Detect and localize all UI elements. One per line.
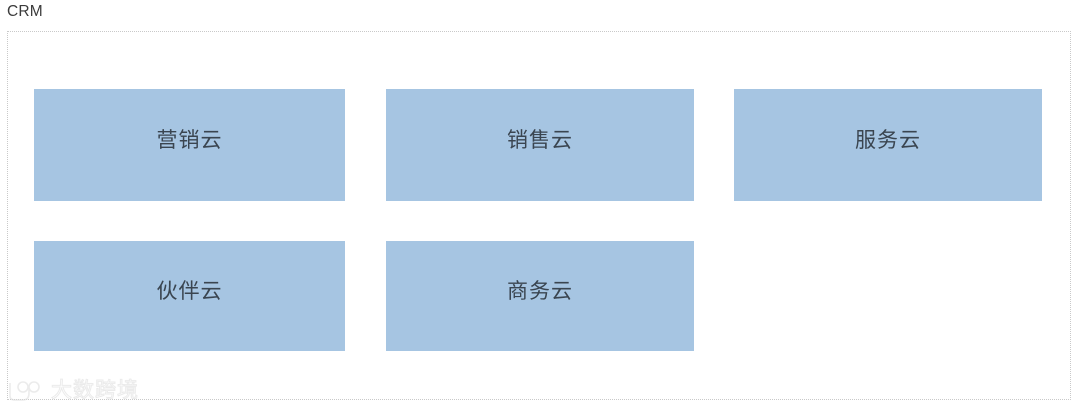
node-box-sales-cloud[interactable]: 销售云 <box>386 89 694 201</box>
node-label: 营销云 <box>156 129 223 152</box>
node-label: 服务云 <box>855 129 921 152</box>
node-label: 商务云 <box>507 280 573 303</box>
node-label: 销售云 <box>507 129 573 152</box>
node-box-service-cloud[interactable]: 服务云 <box>734 89 1042 201</box>
node-box-partner-cloud[interactable]: 伙伴云 <box>34 241 345 351</box>
page-title: CRM <box>7 3 43 20</box>
node-grid: 营销云 销售云 服务云 伙伴云 商务云 <box>8 32 1072 401</box>
node-label: 伙伴云 <box>156 280 223 303</box>
crm-group-container: 营销云 销售云 服务云 伙伴云 商务云 <box>7 31 1071 400</box>
node-box-commerce-cloud[interactable]: 商务云 <box>386 241 694 351</box>
node-box-marketing-cloud[interactable]: 营销云 <box>34 89 345 201</box>
